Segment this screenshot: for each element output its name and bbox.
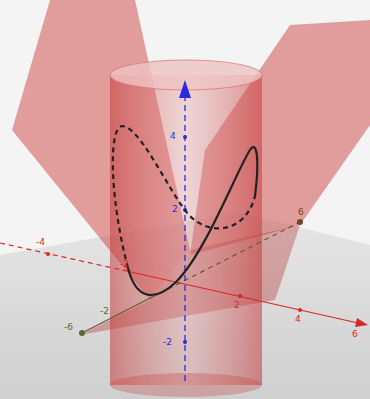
- tick-dot: [238, 294, 242, 298]
- axis-tick-label: -4: [36, 237, 45, 247]
- axis-tick-label: 4: [295, 314, 301, 324]
- tick-dot: [46, 252, 50, 256]
- axis-tick-label: 6: [352, 329, 358, 339]
- y-axis: [82, 293, 160, 333]
- axis-tick-label: -6: [64, 322, 73, 332]
- intersection-curve-hidden: [113, 126, 255, 268]
- y-axis: [160, 222, 300, 293]
- axis-tick-label: 4: [170, 131, 176, 141]
- cylinder-bottom: [110, 373, 262, 397]
- intersection-curve: [128, 147, 257, 295]
- x-axis-arrow: [355, 318, 368, 327]
- axis-tick-label: 2: [172, 204, 178, 214]
- tick-dot: [183, 135, 187, 139]
- cylinder-surface: [110, 75, 262, 385]
- axis-tick-label: 6: [298, 207, 304, 217]
- axis-tick-label: 2: [234, 300, 240, 310]
- tick-dot: [298, 308, 302, 312]
- axis-tick-label: -2: [163, 337, 172, 347]
- axis-tick-label: -2: [100, 306, 109, 316]
- z-ticks: [183, 135, 187, 344]
- x-ticks: [46, 252, 302, 312]
- tick-dot: [183, 340, 187, 344]
- axis-end-dot: [79, 330, 85, 336]
- axis-tick-label: -2: [120, 259, 129, 269]
- z-axis-arrow: [179, 80, 191, 98]
- x-axis: [0, 243, 122, 270]
- axis-end-dot: [297, 219, 303, 225]
- x-axis: [122, 270, 358, 323]
